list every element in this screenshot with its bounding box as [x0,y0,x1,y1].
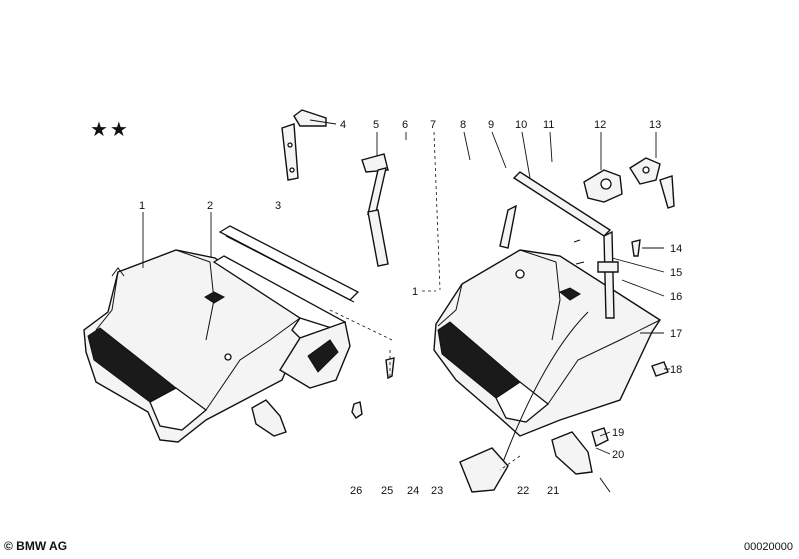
callout-18: 18 [670,364,682,376]
callout-1b: 1 [412,286,418,298]
hinge-4 [281,109,327,181]
callout-4: 4 [340,119,346,131]
callout-24: 24 [407,485,419,497]
small-parts-right [459,239,669,493]
callout-16: 16 [670,291,682,303]
callout-21: 21 [547,485,559,497]
star-marker: ★★ [90,117,130,141]
callout-7: 7 [430,119,436,131]
trim-strip-3 [218,225,360,303]
callout-6: 6 [402,119,408,131]
callout-3: 3 [275,200,281,212]
callout-10: 10 [515,119,527,131]
callout-26: 26 [350,485,362,497]
copyright-text: © BMW AG [4,539,68,553]
callout-9: 9 [488,119,494,131]
callout-11: 11 [543,119,554,131]
callout-19: 19 [612,427,624,439]
callout-labels: 1 2 3 4 5 6 7 8 9 10 11 12 13 14 15 16 1… [139,119,682,497]
keys-13 [629,157,675,209]
callout-15: 15 [670,267,682,279]
callout-23: 23 [431,485,443,497]
lining-2 [212,255,351,389]
support-rod [499,171,619,319]
document-number: 00020000 [744,541,793,553]
callout-25: 25 [381,485,393,497]
callout-14: 14 [670,243,682,255]
callout-2: 2 [207,200,213,212]
glove-box-right [433,249,661,471]
callout-22: 22 [517,485,529,497]
small-parts-left [251,357,395,437]
stay-arm-5 [361,153,389,267]
callout-13: 13 [649,119,661,131]
callout-5: 5 [373,119,379,131]
callout-1: 1 [139,200,145,212]
leader-lines [142,119,670,471]
lock-12 [583,169,623,203]
callout-17: 17 [670,328,682,340]
callout-20: 20 [612,449,624,461]
callout-12: 12 [594,119,606,131]
glove-box-left [83,249,301,443]
callout-8: 8 [460,119,466,131]
